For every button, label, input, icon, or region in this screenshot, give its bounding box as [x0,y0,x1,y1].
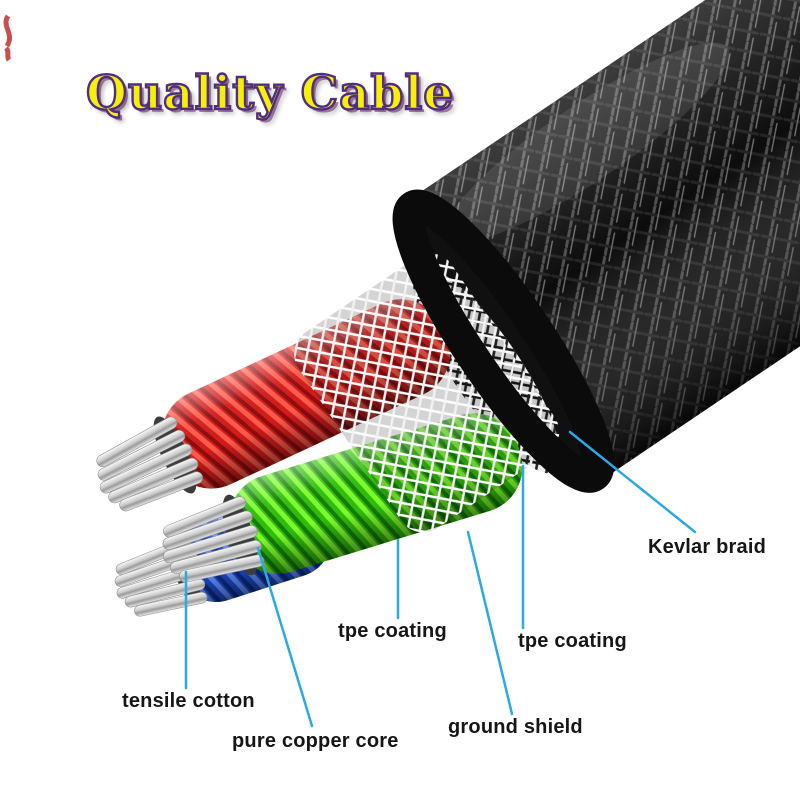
copper-strands-green [162,496,265,583]
ground-shield-mesh [294,253,560,533]
leader-line-kevlar-braid [568,430,697,534]
outer-jacket-ring [392,189,615,493]
label-kevlar-braid: Kevlar braid [648,536,767,558]
label-pure-copper-core: pure copper core [232,730,399,752]
leader-lines [184,430,697,728]
page-title: Quality Cable [85,65,455,122]
leader-line-pure-copper-core [256,546,314,728]
label-tpe-coating-left: tpe coating [338,620,447,642]
label-ground-shield: ground shield [448,716,583,738]
watermark-mark [3,14,13,62]
label-tpe-coating-right: tpe coating [518,630,627,652]
leader-line-ground-shield [466,530,514,716]
braid-sheen [444,42,730,243]
copper-strands-red [96,416,203,512]
label-tensile-cotton: tensile cotton [122,690,255,712]
